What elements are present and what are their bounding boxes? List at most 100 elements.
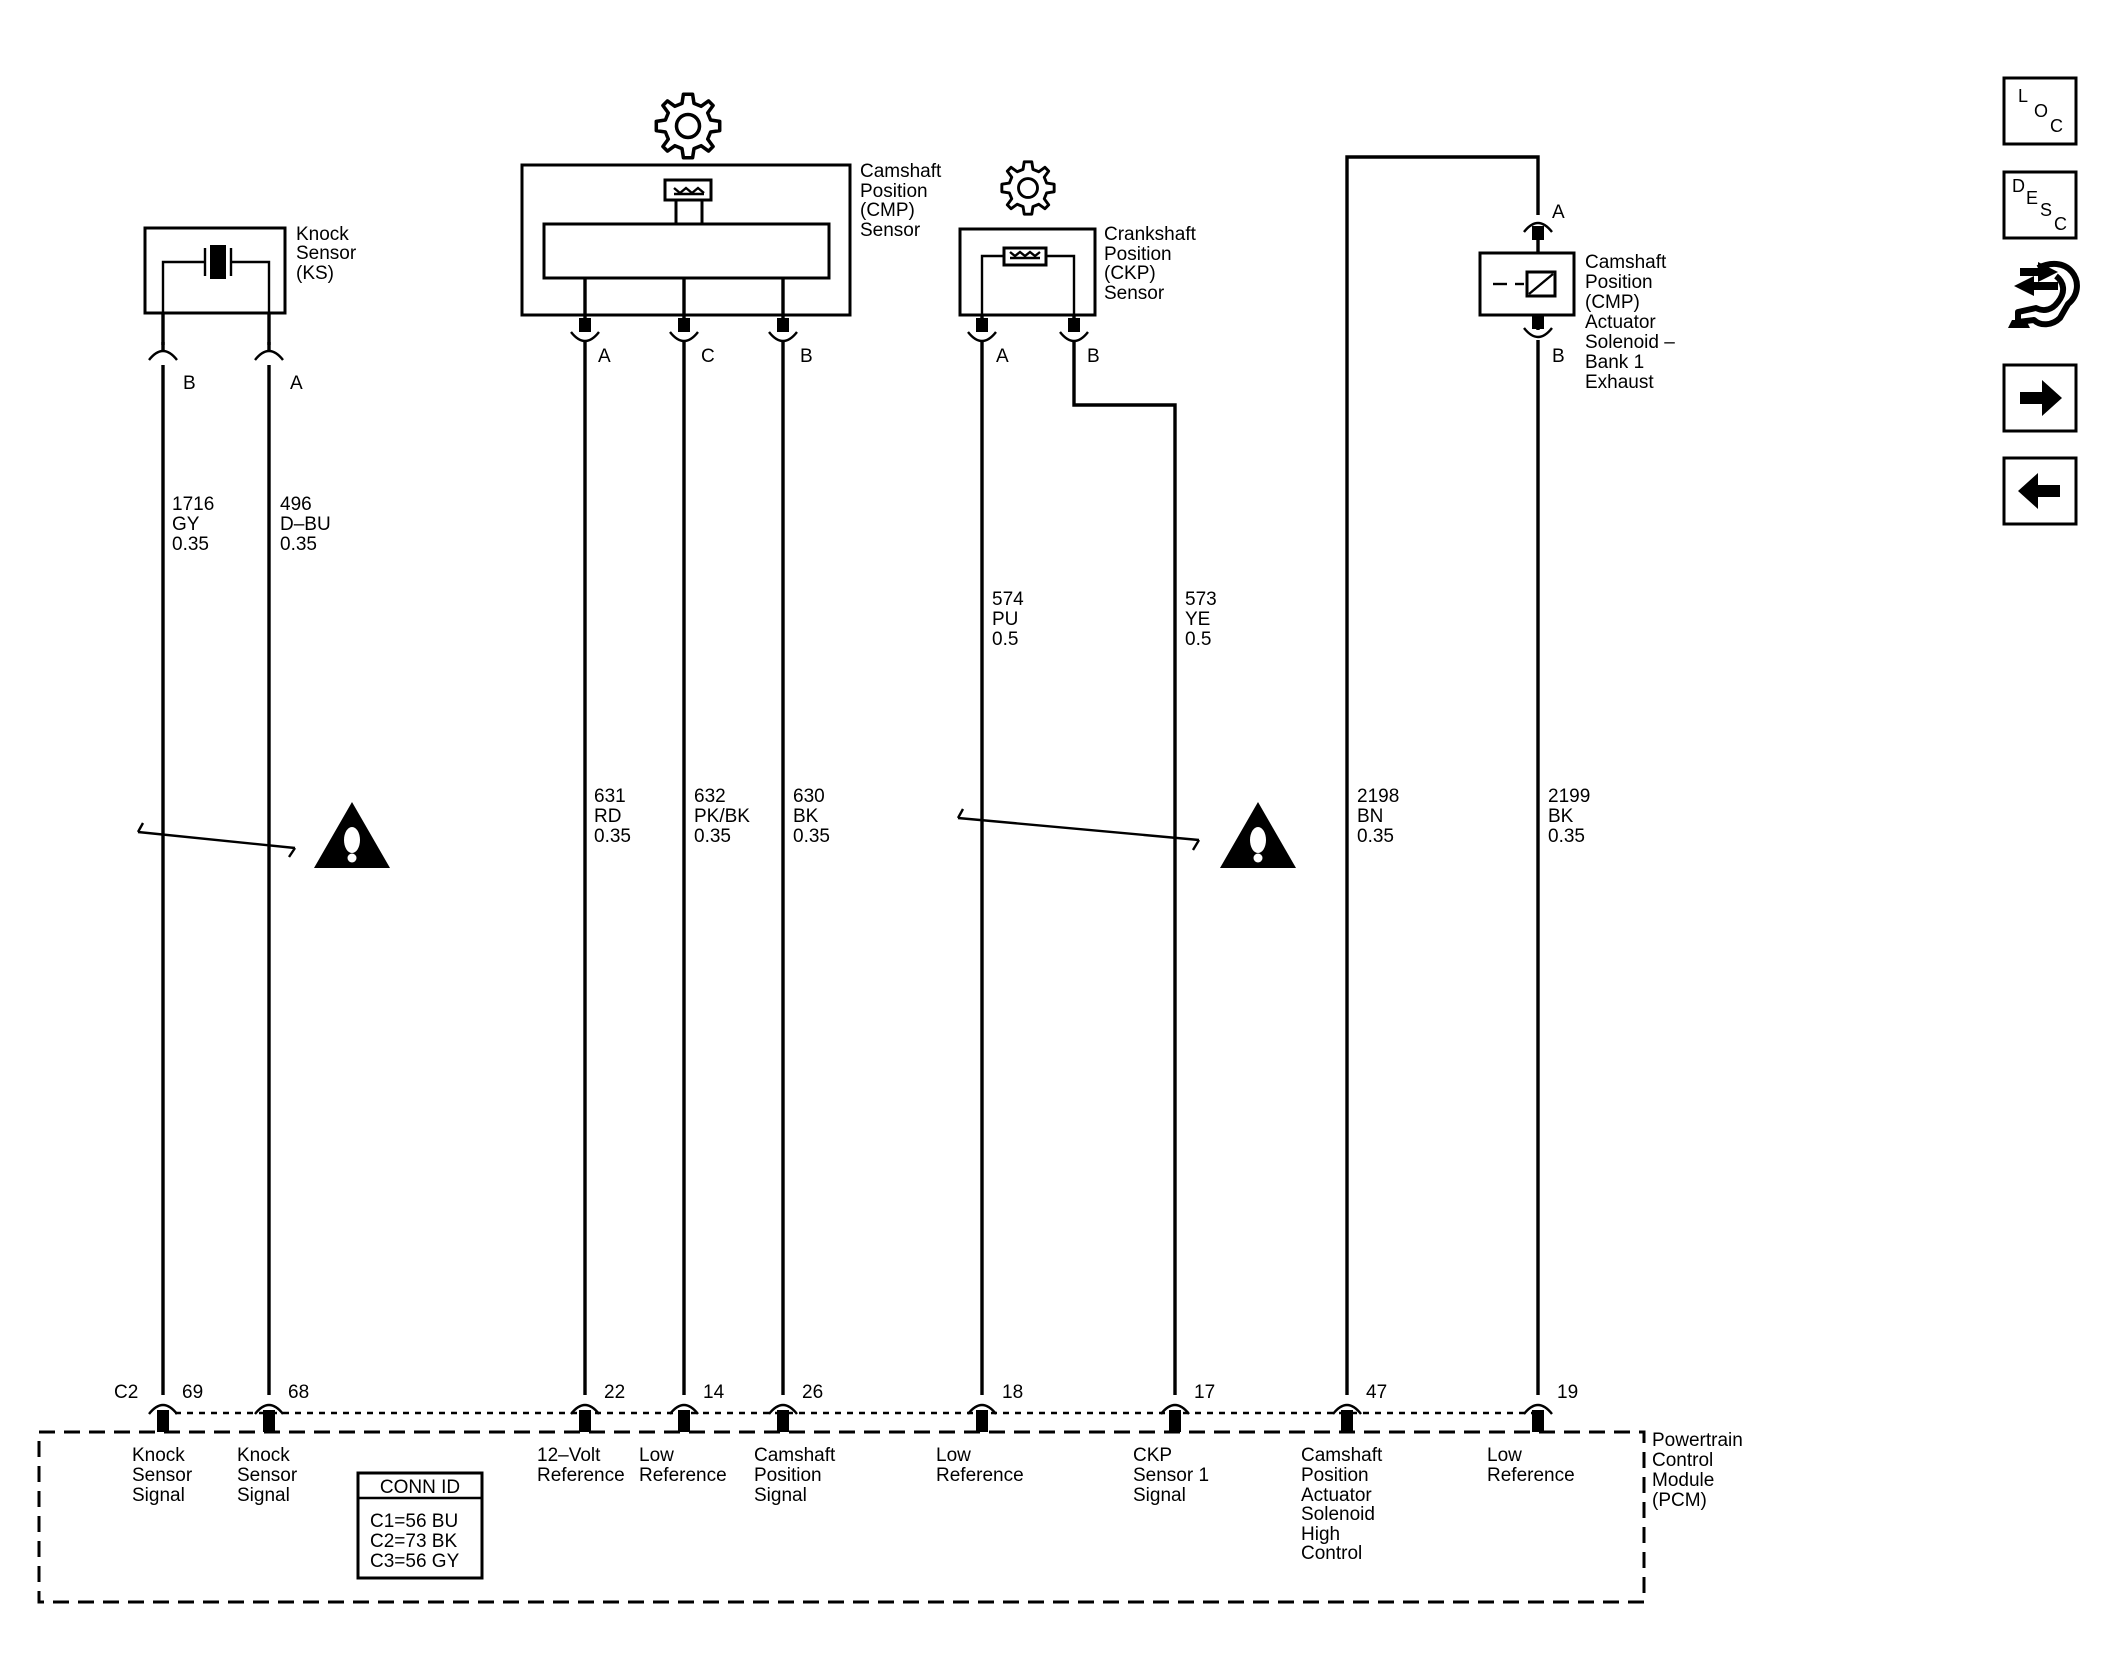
pin-function: Sensor bbox=[237, 1465, 298, 1486]
wire-gauge: 0.35 bbox=[1357, 826, 1394, 847]
circuit-number: 631 bbox=[594, 786, 626, 807]
wire-color: YE bbox=[1185, 609, 1210, 630]
knock-sensor-label-3: (KS) bbox=[296, 263, 334, 284]
circuit-number: 1716 bbox=[172, 494, 214, 515]
pin-function: Signal bbox=[237, 1485, 290, 1506]
pcm-connector-id: C2 bbox=[114, 1382, 138, 1403]
arrow-right-icon bbox=[2020, 380, 2062, 416]
wire-color: RD bbox=[594, 806, 621, 827]
actuator-label-7: Exhaust bbox=[1585, 372, 1654, 393]
pcm-label-1: Powertrain bbox=[1652, 1430, 1743, 1451]
knock-sensor-label-1: Knock bbox=[296, 224, 349, 245]
wire-gauge: 0.35 bbox=[793, 826, 830, 847]
cmp-sensor-label-2: Position bbox=[860, 181, 928, 202]
wire-gauge: 0.35 bbox=[594, 826, 631, 847]
pcm-pin-connectors bbox=[148, 1403, 1553, 1432]
gear-icon bbox=[1000, 160, 1056, 216]
cmp-pin-c: C bbox=[701, 346, 715, 367]
actuator-label-6: Bank 1 bbox=[1585, 352, 1644, 373]
conn-id-row: C2=73 BK bbox=[370, 1531, 457, 1552]
loc-letter: C bbox=[2050, 116, 2063, 136]
pcm-pin-number: 18 bbox=[1002, 1382, 1023, 1403]
desc-button[interactable]: D E S C bbox=[2002, 170, 2078, 240]
circuit-number: 2199 bbox=[1548, 786, 1590, 807]
desc-letter: C bbox=[2054, 214, 2067, 234]
pcm-label-4: (PCM) bbox=[1652, 1490, 1707, 1511]
wire-gauge: 0.35 bbox=[1548, 826, 1585, 847]
circuit-number: 2198 bbox=[1357, 786, 1399, 807]
desc-letter: D bbox=[2012, 176, 2025, 196]
pin-function: Reference bbox=[936, 1465, 1024, 1486]
wire-color: PU bbox=[992, 609, 1018, 630]
wire-gauge: 0.5 bbox=[992, 629, 1018, 650]
pcm-label-2: Control bbox=[1652, 1450, 1713, 1471]
conn-id-title: CONN ID bbox=[380, 1477, 460, 1498]
navigation-buttons: L O C D E S C bbox=[2002, 76, 2080, 526]
wire-573 bbox=[1072, 340, 1177, 1395]
pin-function: Reference bbox=[537, 1465, 625, 1486]
previous-page-button[interactable] bbox=[2002, 456, 2078, 526]
circuit-number: 573 bbox=[1185, 589, 1217, 610]
wires bbox=[136, 155, 1540, 1395]
ckp-sensor-label-3: (CKP) bbox=[1104, 263, 1156, 284]
arrow-left-icon bbox=[2018, 473, 2060, 509]
pcm-pin-number: 47 bbox=[1366, 1382, 1387, 1403]
wire-color: BK bbox=[793, 806, 819, 827]
cmp-pin-b: B bbox=[800, 346, 813, 367]
pin-function: Reference bbox=[1487, 1465, 1575, 1486]
loc-letter: L bbox=[2018, 86, 2028, 106]
actuator-pin-a: A bbox=[1552, 202, 1565, 223]
connector-end-view-icon bbox=[2008, 260, 2080, 328]
wire-gauge: 0.35 bbox=[172, 534, 209, 555]
pin-function: Control bbox=[1301, 1543, 1362, 1564]
loc-button[interactable]: L O C bbox=[2002, 76, 2078, 146]
wire-gauge: 0.35 bbox=[280, 534, 317, 555]
pcm-pin-number: 26 bbox=[802, 1382, 823, 1403]
ckp-sensor: Crankshaft Position (CKP) Sensor bbox=[958, 160, 1197, 317]
pin-function: Position bbox=[1301, 1465, 1369, 1486]
wire-color: BK bbox=[1548, 806, 1574, 827]
pcm-pin-number: 14 bbox=[703, 1382, 725, 1403]
circuit-number: 574 bbox=[992, 589, 1024, 610]
conn-id-table: CONN ID C1=56 BU C2=73 BK C3=56 GY bbox=[356, 1471, 484, 1580]
pin-function: Position bbox=[754, 1465, 822, 1486]
wire-color: GY bbox=[172, 514, 200, 535]
actuator-label-5: Solenoid – bbox=[1585, 332, 1675, 353]
actuator-pin-b: B bbox=[1552, 346, 1565, 367]
warning-icon bbox=[314, 802, 390, 868]
connector-end-view-button[interactable] bbox=[2008, 260, 2080, 328]
pin-function: Signal bbox=[132, 1485, 185, 1506]
actuator-label-2: Position bbox=[1585, 272, 1653, 293]
pin-function: Camshaft bbox=[754, 1445, 836, 1466]
knock-sensor-label-2: Sensor bbox=[296, 243, 357, 264]
pin-function: Actuator bbox=[1301, 1485, 1372, 1506]
ks-pin-b: B bbox=[183, 373, 196, 394]
knock-sensor: Knock Sensor (KS) bbox=[143, 224, 357, 315]
pin-function: Low bbox=[936, 1445, 971, 1466]
cmp-sensor-label-1: Camshaft bbox=[860, 161, 942, 182]
wire-color: PK/BK bbox=[694, 806, 750, 827]
pin-function: Solenoid bbox=[1301, 1504, 1375, 1525]
pcm-pin-number: 68 bbox=[288, 1382, 309, 1403]
circuit-labels: 1716 GY 0.35 496 D–BU 0.35 631 RD 0.35 6… bbox=[172, 494, 1590, 847]
pin-function: Knock bbox=[132, 1445, 185, 1466]
next-page-button[interactable] bbox=[2002, 363, 2078, 433]
cmp-sensor-label-4: Sensor bbox=[860, 220, 921, 241]
cmp-sensor: Camshaft Position (CMP) Sensor bbox=[520, 92, 942, 317]
circuit-number: 632 bbox=[694, 786, 726, 807]
pcm-pin-number: 17 bbox=[1194, 1382, 1215, 1403]
wire-color: D–BU bbox=[280, 514, 331, 535]
ckp-sensor-label-2: Position bbox=[1104, 244, 1172, 265]
pin-function: Reference bbox=[639, 1465, 727, 1486]
loc-letter: O bbox=[2034, 101, 2048, 121]
desc-letter: S bbox=[2040, 200, 2052, 220]
gear-icon bbox=[654, 92, 722, 160]
warning-icon bbox=[1220, 802, 1296, 868]
wire-color: BN bbox=[1357, 806, 1383, 827]
actuator-label-1: Camshaft bbox=[1585, 252, 1667, 273]
ckp-pin-b: B bbox=[1087, 346, 1100, 367]
pcm-pin-number: 19 bbox=[1557, 1382, 1578, 1403]
conn-id-row: C3=56 GY bbox=[370, 1551, 460, 1572]
ckp-pin-a: A bbox=[996, 346, 1009, 367]
pin-function: Signal bbox=[754, 1485, 807, 1506]
